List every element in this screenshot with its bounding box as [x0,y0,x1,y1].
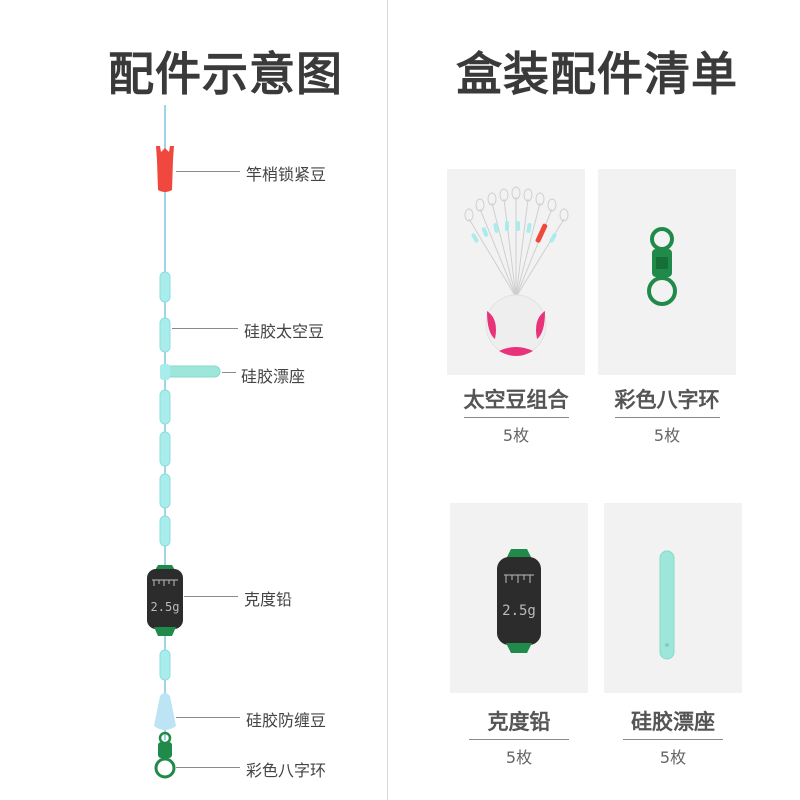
leader-line [176,717,240,718]
leader-line [176,767,240,768]
sinker-product-icon: 2.5g [497,549,541,653]
rod-tip-lock-bean-icon [156,146,174,192]
anti-tangle-bean-icon [154,693,176,730]
caption-space-bean-combo: 太空豆组合 5枚 [447,384,585,446]
sinker-icon: 2.5g [147,565,183,636]
item-count: 5枚 [659,748,687,767]
label-anti-tangle-bean: 硅胶防缠豆 [246,711,327,730]
svg-text:2.5g: 2.5g [151,600,180,614]
space-bean-combo-icon [464,186,569,356]
item-count: 5枚 [653,426,681,445]
label-colored-swivel: 彩色八字环 [246,761,327,780]
float-seat-icon [161,365,221,378]
center-divider [387,0,388,800]
rig-diagram: 2.5g [147,105,221,779]
space-beans-upper-icon [159,271,171,353]
leader-line [172,328,238,329]
colored-swivel-icon [154,731,176,779]
item-count: 5枚 [505,748,533,767]
product-card-sinker[interactable]: 2.5g [450,503,588,693]
product-card-space-bean-combo[interactable] [447,169,585,375]
bead-below-sinker-icon [159,649,171,681]
float-seat-product-icon [659,550,675,660]
swivel-icon [647,227,677,306]
item-count: 5枚 [502,426,530,445]
item-name: 彩色八字环 [614,384,720,418]
leader-line [184,596,238,597]
item-name: 硅胶漂座 [623,706,723,740]
diagram-title: 配件示意图 [108,47,343,101]
item-name: 克度铅 [469,706,569,740]
space-beans-lower-icon [159,389,171,547]
label-sinker: 克度铅 [244,590,293,609]
label-rod-tip-lock-bean: 竿梢锁紧豆 [246,165,327,184]
caption-colored-swivel: 彩色八字环 5枚 [598,384,736,446]
leader-line [222,372,236,373]
product-card-colored-swivel[interactable] [598,169,736,375]
item-name: 太空豆组合 [463,384,569,418]
leader-line [176,171,240,172]
label-silicone-float-seat: 硅胶漂座 [241,367,306,386]
product-card-float-seat[interactable] [604,503,742,693]
float-seat-clip-icon [160,364,170,380]
label-silicone-space-bean: 硅胶太空豆 [244,322,325,341]
box-list-title: 盒装配件清单 [456,47,738,101]
caption-sinker: 克度铅 5枚 [450,706,588,768]
svg-text:2.5g: 2.5g [502,603,536,619]
caption-float-seat: 硅胶漂座 5枚 [604,706,742,768]
